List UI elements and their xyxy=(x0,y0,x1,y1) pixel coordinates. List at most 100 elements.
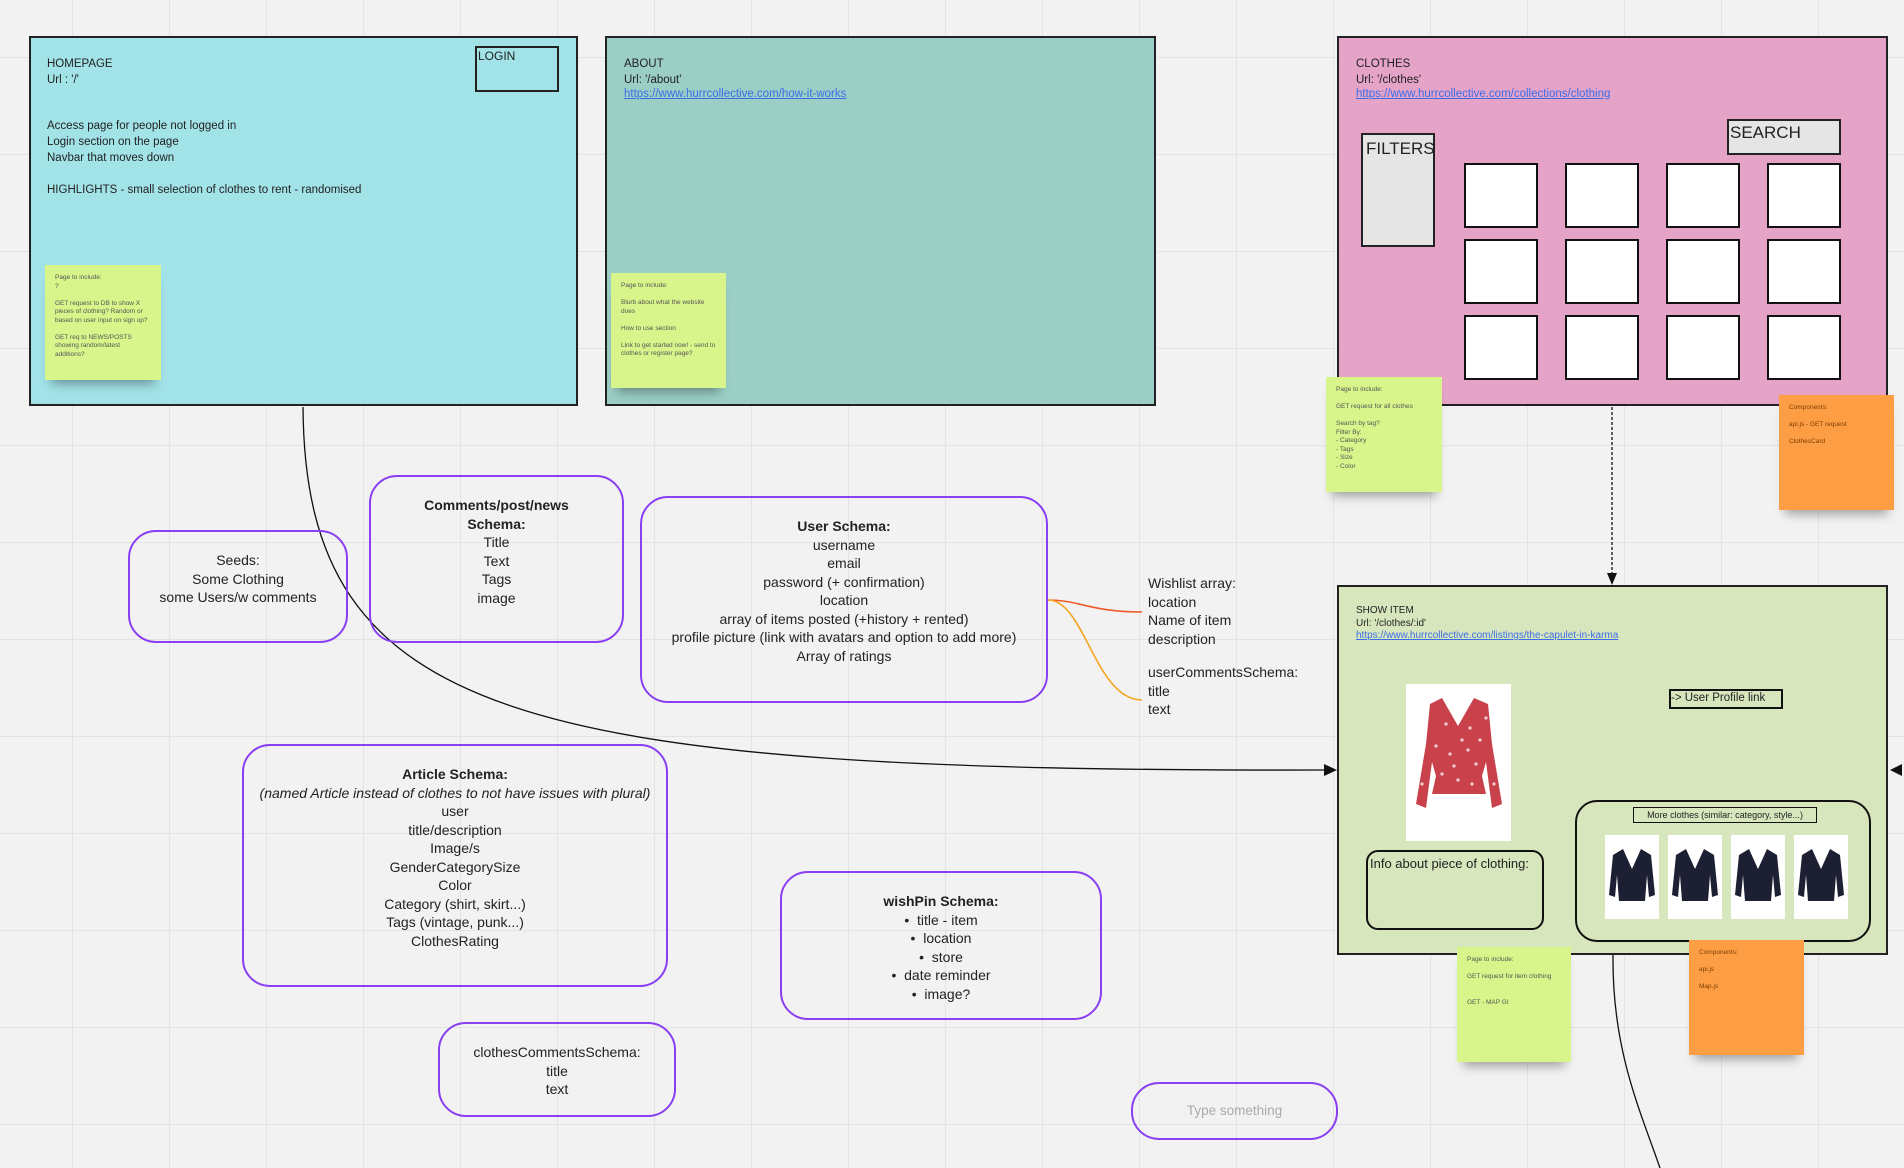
schema-field: GenderCategorySize xyxy=(389,858,521,875)
clothes-card[interactable] xyxy=(1666,239,1740,304)
wishpin-field-list: title - item location store date reminde… xyxy=(782,911,1100,1004)
similar-item-card[interactable] xyxy=(1668,835,1722,919)
seeds-line: Some Clothing xyxy=(192,570,284,587)
schema-field: array of items posted (+history + rented… xyxy=(719,610,969,627)
similar-item-card[interactable] xyxy=(1794,835,1848,919)
info-box[interactable]: Info about piece of clothing: xyxy=(1366,850,1544,930)
more-clothes-panel[interactable]: More clothes (similar: category, style..… xyxy=(1575,800,1871,942)
clothes-components-sticky[interactable]: Components: api.js - GET request Clothes… xyxy=(1779,395,1894,510)
search-label: SEARCH xyxy=(1730,123,1801,142)
connector-arrowhead xyxy=(1607,573,1617,585)
wishlist-annotation: Wishlist array: location Name of item de… xyxy=(1148,574,1236,648)
clothes-card[interactable] xyxy=(1666,163,1740,228)
user-profile-link-label: -> User Profile link xyxy=(1671,692,1766,704)
item-photo xyxy=(1406,684,1511,841)
about-link[interactable]: https://www.hurrcollective.com/how-it-wo… xyxy=(624,88,847,100)
info-label: Info about piece of clothing: xyxy=(1370,856,1530,871)
comments-schema-bubble[interactable]: Comments/post/news Schema: Title Text Ta… xyxy=(369,475,624,643)
clothes-card[interactable] xyxy=(1464,163,1538,228)
login-label: LOGIN xyxy=(478,49,516,63)
clothes-card[interactable] xyxy=(1565,239,1639,304)
show-item-components-sticky[interactable]: Components: api.js Map.js xyxy=(1689,940,1804,1055)
type-something-input[interactable]: Type something xyxy=(1131,1082,1338,1140)
type-something-placeholder: Type something xyxy=(1186,1103,1283,1118)
clothes-card[interactable] xyxy=(1767,315,1841,380)
filters-label: FILTERS xyxy=(1366,139,1435,158)
show-item-url: Url: '/clothes/:id' xyxy=(1356,618,1426,629)
clothes-title: CLOTHES xyxy=(1356,58,1411,70)
show-item-title: SHOW ITEM xyxy=(1356,605,1414,616)
clothes-url: Url: '/clothes' xyxy=(1356,74,1422,86)
clothes-comments-title: clothesCommentsSchema: xyxy=(473,1044,641,1060)
dark-jacket-icon xyxy=(1672,849,1718,901)
show-item-frame[interactable]: SHOW ITEM Url: '/clothes/:id' https://ww… xyxy=(1337,585,1888,955)
clothes-link[interactable]: https://www.hurrcollective.com/collectio… xyxy=(1356,88,1611,100)
annotation-line: userCommentsSchema: xyxy=(1148,664,1299,680)
schema-field: store xyxy=(782,948,1100,967)
schema-field: title/description xyxy=(408,821,502,838)
schema-field: email xyxy=(827,555,861,571)
clothes-card[interactable] xyxy=(1464,315,1538,380)
show-item-sticky-note[interactable]: Page to include: GET request for item cl… xyxy=(1457,947,1571,1062)
user-comments-annotation: userCommentsSchema: title text xyxy=(1148,663,1298,719)
clothes-card[interactable] xyxy=(1565,163,1639,228)
annotation-line: description xyxy=(1148,630,1216,647)
schema-field: Category (shirt, skirt...) xyxy=(384,895,526,912)
schema-field: Tags (vintage, punk...) xyxy=(386,914,524,930)
clothes-sticky-note[interactable]: Page to include: GET request for all clo… xyxy=(1326,377,1442,492)
clothes-card[interactable] xyxy=(1565,315,1639,380)
clothes-card[interactable] xyxy=(1666,315,1740,380)
wishpin-schema-bubble[interactable]: wishPin Schema: title - item location st… xyxy=(780,871,1102,1020)
schema-field: title - item xyxy=(782,911,1100,930)
about-frame[interactable]: ABOUT Url: '/about' https://www.hurrcoll… xyxy=(605,36,1156,406)
schema-field: Array of ratings xyxy=(796,647,892,664)
schema-field: Title xyxy=(483,534,510,550)
clothes-card[interactable] xyxy=(1767,239,1841,304)
schema-field: date reminder xyxy=(782,966,1100,985)
annotation-line: title xyxy=(1148,682,1170,699)
annotation-line: location xyxy=(1148,593,1197,610)
annotation-line: Name of item xyxy=(1148,612,1232,628)
schema-field: user xyxy=(441,803,469,819)
schema-field: image xyxy=(477,589,516,606)
homepage-to-show-item-connector xyxy=(302,406,1326,771)
article-schema-title: Article Schema: xyxy=(402,766,508,782)
annotation-line: Wishlist array: xyxy=(1148,575,1236,591)
comments-schema-subtitle: Schema: xyxy=(467,515,526,532)
seeds-bubble[interactable]: Seeds: Some Clothing some Users/w commen… xyxy=(128,530,348,643)
seeds-line: some Users/w comments xyxy=(159,589,317,605)
show-item-link[interactable]: https://www.hurrcollective.com/listings/… xyxy=(1356,630,1619,641)
schema-field: ClothesRating xyxy=(411,932,499,949)
annotation-line: text xyxy=(1148,701,1171,717)
about-sticky-note[interactable]: Page to include: Blurb about what the we… xyxy=(611,273,726,388)
schema-field: Tags xyxy=(481,571,512,587)
clothes-frame[interactable]: CLOTHES Url: '/clothes' https://www.hurr… xyxy=(1337,36,1888,406)
similar-item-card[interactable] xyxy=(1731,835,1785,919)
similar-item-card[interactable] xyxy=(1605,835,1659,919)
schema-field: text xyxy=(545,1081,569,1097)
show-item-outgoing-connector xyxy=(1612,954,1661,1168)
search-box[interactable]: SEARCH xyxy=(1727,119,1841,155)
homepage-frame[interactable]: HOMEPAGE Url : '/' LOGIN Access page for… xyxy=(29,36,578,406)
schema-field: location xyxy=(819,592,869,608)
dark-jacket-icon xyxy=(1609,849,1655,901)
dark-jacket-icon xyxy=(1735,849,1781,901)
article-schema-bubble[interactable]: Article Schema: (named Article instead o… xyxy=(242,744,668,987)
red-blouse-icon xyxy=(1416,698,1502,808)
clothes-comments-schema-bubble[interactable]: clothesCommentsSchema: title text xyxy=(438,1022,676,1117)
clothes-card[interactable] xyxy=(1767,163,1841,228)
homepage-sticky-note[interactable]: Page to include: ? GET request to DB to … xyxy=(45,265,161,380)
seeds-title: Seeds: xyxy=(216,552,260,568)
schema-field: password (+ confirmation) xyxy=(763,573,925,590)
schema-field: Color xyxy=(438,877,472,893)
login-box[interactable]: LOGIN xyxy=(475,46,559,92)
user-profile-link[interactable]: -> User Profile link xyxy=(1669,689,1783,709)
wishpin-schema-title: wishPin Schema: xyxy=(883,893,999,909)
clothes-card[interactable] xyxy=(1464,239,1538,304)
about-title: ABOUT xyxy=(624,58,664,70)
user-schema-bubble[interactable]: User Schema: username email password (+ … xyxy=(640,496,1048,703)
comments-schema-title: Comments/post/news xyxy=(424,497,569,513)
homepage-url: Url : '/' xyxy=(47,74,79,86)
connector-arrowhead xyxy=(1324,764,1337,776)
filters-panel[interactable]: FILTERS xyxy=(1361,133,1435,247)
